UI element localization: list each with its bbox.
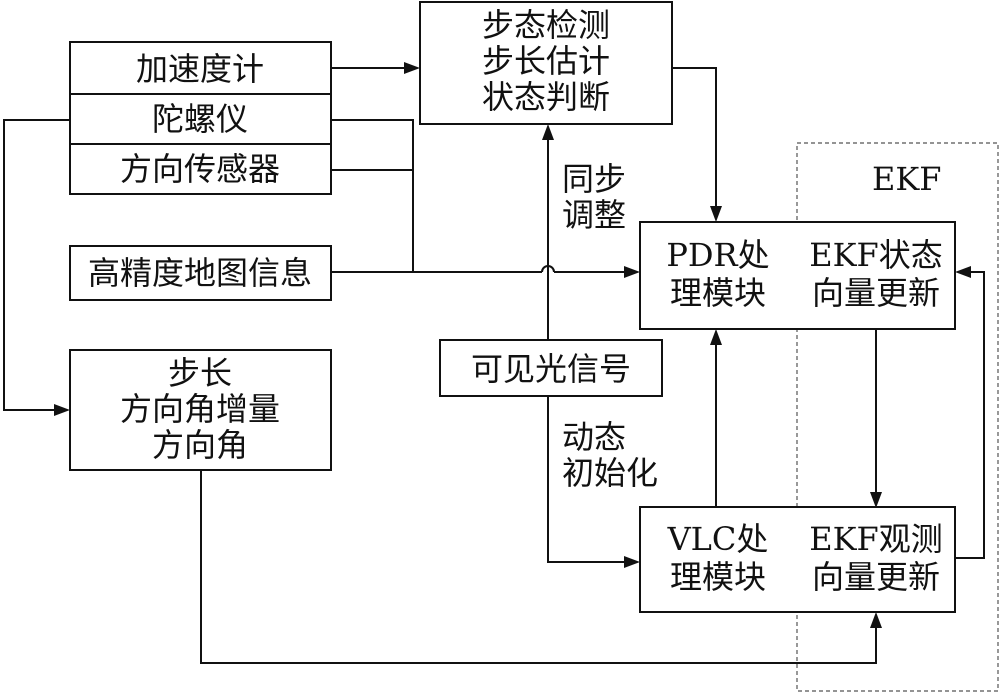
- arrowhead-gait-in: [404, 62, 420, 74]
- pdr-state-box: [639, 221, 956, 330]
- step-output-box: [69, 349, 332, 471]
- sync-adjust-line-1: 同步: [562, 160, 626, 198]
- pdr-line-1: PDR处: [666, 236, 769, 274]
- pdr-ekf-state: PDR处 理模块 EKF状态 向量更新: [639, 221, 956, 330]
- dynamic-init-line-2: 初始化: [562, 454, 658, 492]
- arrow-gait-to-pdr: [672, 67, 717, 208]
- line-gyro-merge: [331, 119, 414, 272]
- hd-map-box: [69, 245, 332, 301]
- step-line-1: 步长: [168, 354, 232, 392]
- step-line-3: 方向角: [152, 426, 248, 464]
- gait-module-box: [419, 1, 673, 125]
- arrowhead-state-right: [955, 266, 971, 278]
- visible-light: 可见光信号: [439, 339, 663, 397]
- step-output: 步长 方向角增量 方向角: [69, 349, 332, 471]
- arrowhead-observation-top: [870, 492, 882, 508]
- arrowhead-vlc-left: [624, 556, 640, 568]
- arrowhead-gait-bottom: [542, 124, 554, 140]
- gait-line-3: 状态判断: [482, 78, 610, 116]
- vlc-line-2: 理模块: [670, 558, 766, 596]
- arrow-step-to-observation: [200, 470, 877, 664]
- gyroscope-box: [69, 93, 332, 145]
- ekf-region-title: EKF: [872, 160, 941, 198]
- ekf-state-line-2: 向量更新: [812, 274, 940, 312]
- direction-sensor-box: [69, 143, 332, 195]
- step-line-2: 方向角增量: [120, 390, 280, 428]
- accelerometer-label: 加速度计: [136, 50, 264, 88]
- gait-module: 步态检测 步长估计 状态判断: [419, 1, 673, 125]
- pdr-line-2: 理模块: [670, 274, 766, 312]
- arrow-light-to-vlc: [547, 396, 626, 563]
- accelerometer-box: [69, 41, 332, 95]
- gyroscope-label: 陀螺仪: [152, 100, 248, 138]
- arrowhead-pdr-left: [624, 266, 640, 278]
- ekf-observation-line-1: EKF观测: [809, 520, 942, 558]
- sync-adjust-line-2: 调整: [562, 196, 626, 234]
- gait-line-2: 步长估计: [482, 42, 610, 80]
- gait-line-1: 步态检测: [482, 6, 610, 44]
- arrowhead-pdr-bottom: [710, 329, 722, 345]
- sensor-stack: 加速度计 陀螺仪 方向传感器: [69, 41, 332, 195]
- ekf-state-line-1: EKF状态: [809, 236, 942, 274]
- arrow-gyro-to-step: [3, 119, 70, 411]
- direction-sensor-label: 方向传感器: [120, 150, 280, 188]
- dynamic-init-line-1: 动态: [562, 418, 626, 456]
- vlc-observation-box: [639, 506, 956, 613]
- visible-light-label: 可见光信号: [471, 350, 631, 388]
- vlc-ekf-observation: VLC处 理模块 EKF观测 向量更新: [639, 506, 956, 613]
- visible-light-box: [439, 339, 663, 397]
- hd-map-label: 高精度地图信息: [88, 254, 312, 292]
- arrow-observation-to-state: [955, 271, 985, 559]
- arrowhead-pdr-top: [710, 206, 722, 222]
- arrowhead-step-in: [54, 404, 70, 416]
- ekf-region: [796, 142, 999, 692]
- ekf-observation-line-2: 向量更新: [812, 558, 940, 596]
- hd-map: 高精度地图信息: [69, 245, 332, 301]
- vlc-line-1: VLC处: [667, 520, 769, 558]
- arrowhead-observation-bottom: [870, 612, 882, 628]
